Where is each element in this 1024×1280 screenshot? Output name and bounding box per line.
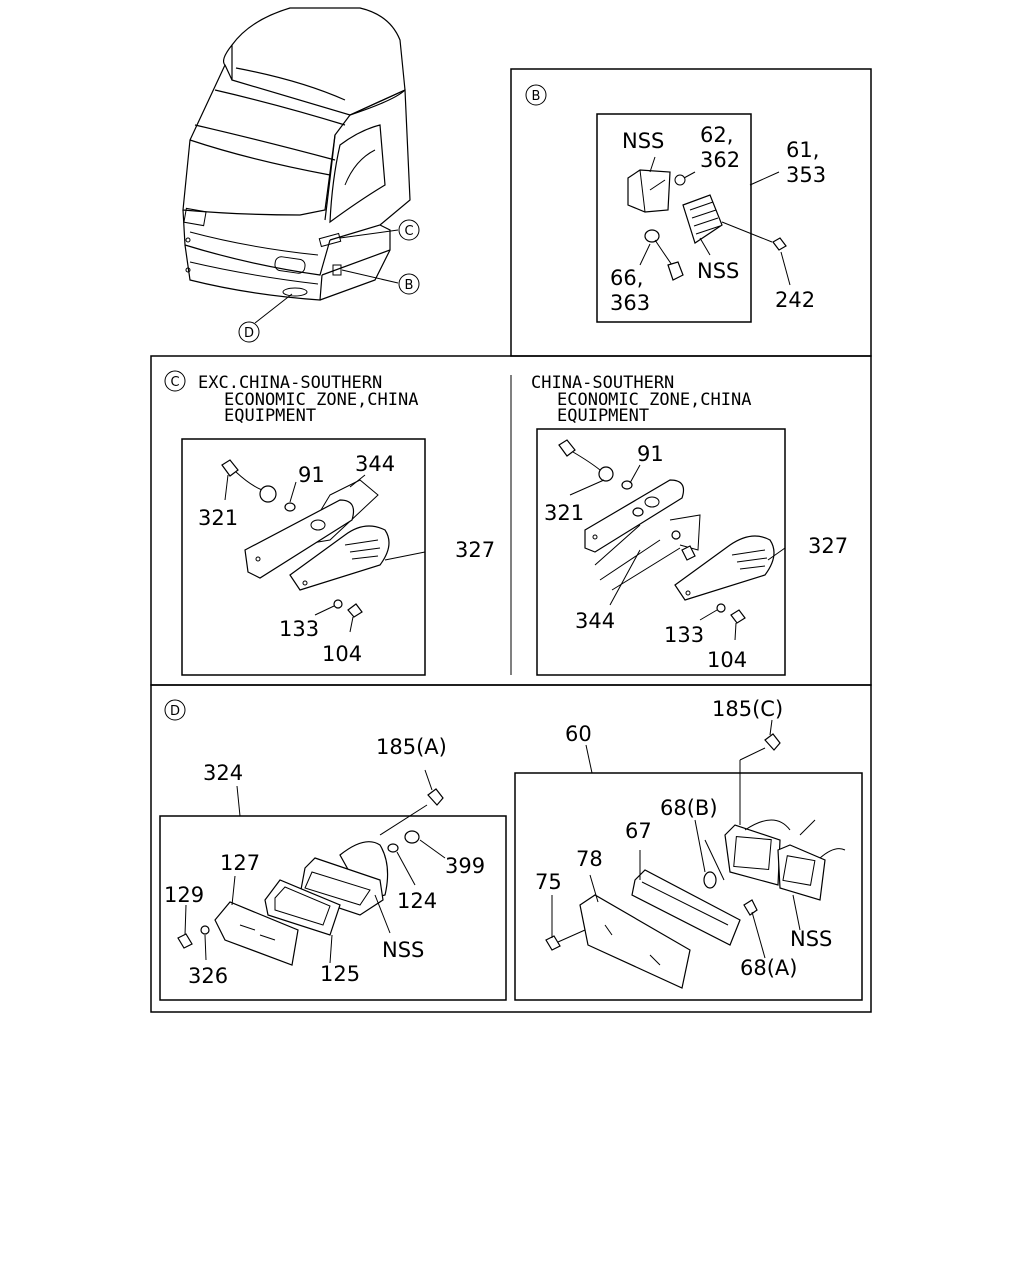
- callout-b-letter: B: [405, 278, 414, 293]
- header-line-3: EQUIPMENT: [224, 406, 316, 426]
- label-60: 60: [565, 722, 592, 746]
- label-327: 327: [455, 538, 495, 562]
- label-104: 104: [322, 642, 362, 666]
- label-363: 363: [610, 291, 650, 315]
- label-67: 67: [625, 819, 652, 843]
- cab-callout-d: D: [238, 293, 293, 343]
- label-91: 91: [298, 463, 325, 487]
- section-b-inner-frame: [596, 113, 752, 323]
- label-133: 133: [279, 617, 319, 641]
- section-d-frame: [150, 684, 872, 1013]
- label-324: 324: [203, 761, 243, 785]
- callout-d-letter: D: [244, 326, 254, 341]
- section-b: B NSS 62, 362 61, 353 NSS 66, 363: [510, 68, 872, 357]
- callout-c-letter: C: [404, 224, 413, 239]
- label-91: 91: [637, 442, 664, 466]
- header-line-1: EXC.CHINA-SOUTHERN: [198, 373, 382, 393]
- label-127: 127: [220, 851, 260, 875]
- section-c-right-inner-frame: [536, 428, 786, 676]
- label-nss: NSS: [790, 927, 832, 951]
- section-b-marker: B: [532, 89, 541, 104]
- cab-callout-b: B: [341, 269, 420, 295]
- label-129: 129: [164, 883, 204, 907]
- section-c-left: C EXC.CHINA-SOUTHERN ECONOMIC ZONE,CHINA…: [164, 370, 495, 676]
- header-line-2: ECONOMIC ZONE,CHINA: [224, 390, 418, 410]
- section-d-marker: D: [170, 704, 180, 719]
- label-185a: 185(A): [376, 735, 447, 759]
- cab-callout-c: C: [339, 219, 420, 241]
- header-line-1: CHINA-SOUTHERN: [531, 373, 674, 393]
- label-353: 353: [786, 163, 826, 187]
- label-62: 62,: [700, 123, 733, 147]
- label-68b: 68(B): [660, 796, 718, 820]
- header-line-2: ECONOMIC ZONE,CHINA: [557, 390, 751, 410]
- label-344: 344: [355, 452, 395, 476]
- section-c-marker: C: [170, 375, 179, 390]
- label-66: 66,: [610, 266, 643, 290]
- label-nss: NSS: [382, 938, 424, 962]
- section-c-left-inner-frame: [181, 438, 426, 676]
- label-124: 124: [397, 889, 437, 913]
- section-d-left-inner-frame: [159, 815, 507, 1001]
- label-nss: NSS: [622, 129, 664, 153]
- label-399: 399: [445, 854, 485, 878]
- label-nss-lens: NSS: [697, 259, 739, 283]
- section-d-left: 324 185(A) 127 129 399 124 NSS 326 125: [159, 735, 507, 1001]
- header-line-3: EQUIPMENT: [557, 406, 649, 426]
- label-61: 61,: [786, 138, 819, 162]
- label-104: 104: [707, 648, 747, 672]
- cab-illustration: [182, 7, 411, 301]
- label-344: 344: [575, 609, 615, 633]
- label-125: 125: [320, 962, 360, 986]
- label-75: 75: [535, 870, 562, 894]
- label-133: 133: [664, 623, 704, 647]
- label-362: 362: [700, 148, 740, 172]
- label-185c: 185(C): [712, 697, 783, 721]
- label-78: 78: [576, 847, 603, 871]
- label-321: 321: [198, 506, 238, 530]
- label-327: 327: [808, 534, 848, 558]
- section-d-right: 185(C) 60 68(B) 67 78 75 NSS 68(A): [514, 697, 863, 1001]
- section-c-right: CHINA-SOUTHERN ECONOMIC ZONE,CHINA EQUIP…: [531, 373, 848, 676]
- section-d-right-inner-frame: [514, 772, 863, 1001]
- label-326: 326: [188, 964, 228, 988]
- label-242: 242: [775, 288, 815, 312]
- label-321: 321: [544, 501, 584, 525]
- label-68a: 68(A): [740, 956, 797, 980]
